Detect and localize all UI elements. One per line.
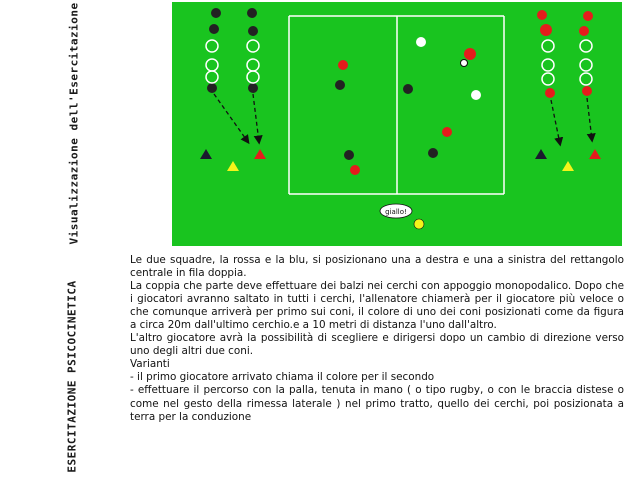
description-paragraph: La coppia che parte deve effettuare dei … [130, 280, 624, 332]
exercise-diagram: giallo! [172, 2, 622, 246]
variant-item: - effettuare il percorso con la palla, t… [130, 384, 624, 423]
field-drawing: giallo! [200, 8, 601, 230]
description-paragraph: L'altro giocatore avrà la possibilità di… [130, 332, 624, 358]
right-hoops [541, 39, 593, 86]
blue-team-left-players [207, 8, 258, 93]
exercise-description: Le due squadre, la rossa e la blu, si po… [130, 254, 624, 424]
central-rectangle [288, 15, 505, 195]
left-cones [200, 149, 266, 171]
variants-heading: Varianti [130, 358, 170, 371]
coach-callout: giallo! [379, 203, 425, 230]
right-cones [535, 149, 601, 171]
callout-text: giallo! [385, 208, 407, 216]
description-paragraph: Le due squadre, la rossa e la blu, si po… [130, 254, 624, 280]
right-run-arrows [550, 97, 596, 147]
exercise-side-label: ESERCITAZIONE PSICOCINETICA [65, 280, 79, 473]
red-team-right-players [537, 10, 593, 98]
left-hoops [205, 39, 260, 84]
left-run-arrows [213, 93, 263, 145]
diagram-side-label: Visualizzazione dell'Esercitazione [67, 2, 81, 245]
variant-item: - il primo giocatore arrivato chiama il … [130, 371, 435, 384]
central-players [335, 37, 481, 175]
